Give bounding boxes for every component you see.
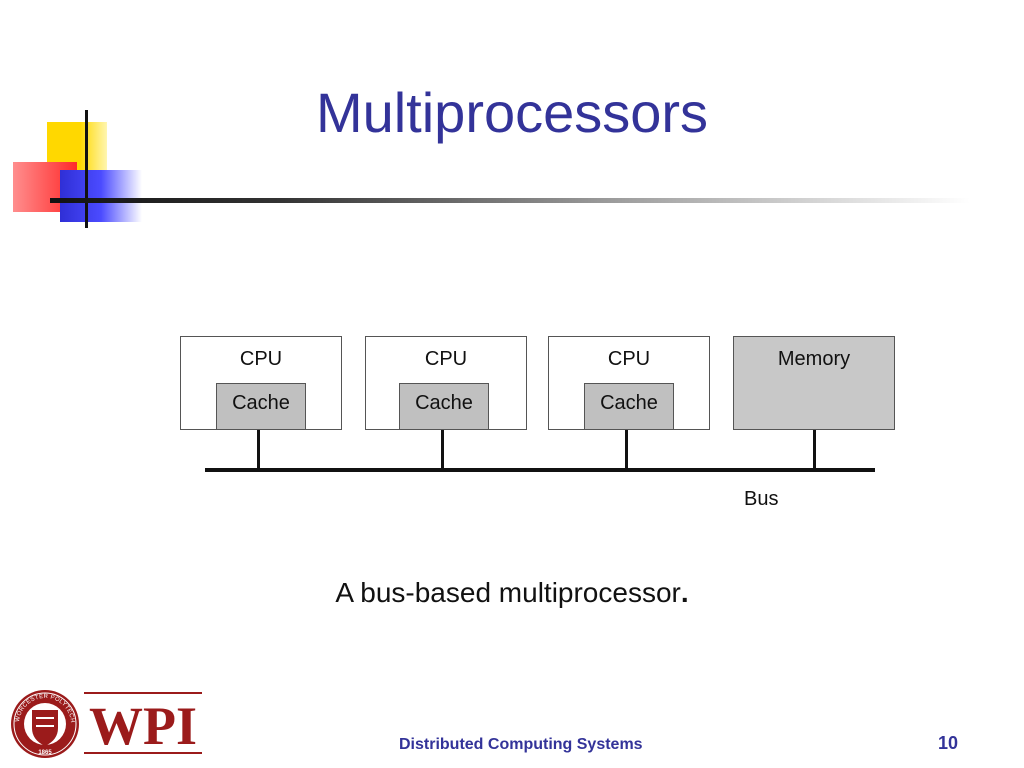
cpu-label: CPU [424, 348, 468, 370]
cache-label: Cache [232, 392, 290, 414]
memory-unit: Memory [733, 336, 895, 430]
cpu-unit-2: CPU Cache [365, 336, 527, 430]
cpu-unit-3: CPU Cache [548, 336, 710, 430]
cache-label: Cache [415, 392, 473, 414]
title-underline [50, 198, 970, 203]
bus-connector [257, 430, 260, 470]
bus-line [205, 468, 875, 472]
cache-box: Cache [216, 383, 306, 430]
wpi-wordmark: WPI [89, 696, 197, 756]
cpu-label: CPU [607, 348, 651, 370]
bus-connector [625, 430, 628, 470]
bus-label: Bus [744, 488, 779, 510]
cpu-label: CPU [239, 348, 283, 370]
seal-year: 1865 [38, 750, 52, 756]
slide-number: 10 [938, 733, 959, 753]
memory-label: Memory [777, 348, 851, 370]
bus-connector [441, 430, 444, 470]
diagram-caption: A bus-based multiprocessor. [0, 577, 1024, 609]
caption-text: A bus-based multiprocessor [335, 577, 681, 608]
cache-box: Cache [584, 383, 674, 430]
bus-connector [813, 430, 816, 470]
wpi-logo: WORCESTER POLYTECHNIC INSTITUTE 1865 WPI [6, 682, 204, 760]
decor-vertical-line [85, 110, 88, 228]
cache-box: Cache [399, 383, 489, 430]
caption-period: . [680, 577, 689, 608]
cpu-unit-1: CPU Cache [180, 336, 342, 430]
wpi-seal-icon: WORCESTER POLYTECHNIC INSTITUTE 1865 WPI [6, 682, 202, 758]
slide-title: Multiprocessors [315, 81, 709, 144]
footer-course-title: Distributed Computing Systems [399, 736, 643, 753]
decor-blue-square [60, 170, 142, 222]
cache-label: Cache [600, 392, 658, 414]
